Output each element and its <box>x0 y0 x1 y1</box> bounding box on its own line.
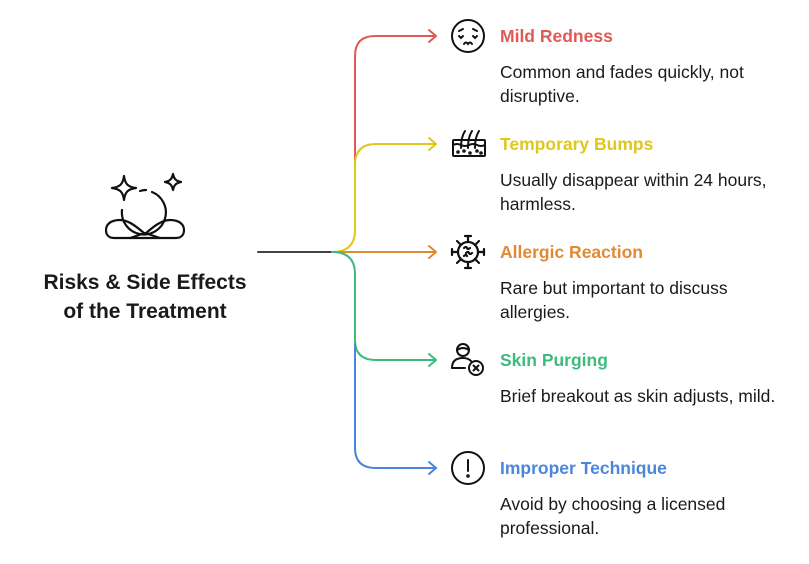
item-title-temporary-bumps: Temporary Bumps <box>500 134 654 154</box>
root-title: Risks & Side Effects of the Treatment <box>20 268 270 326</box>
item-title-allergic-reaction: Allergic Reaction <box>500 242 643 262</box>
meditation-sparkle-icon <box>104 172 186 240</box>
item-description-skin-purging: Brief breakout as skin adjusts, mild. <box>500 386 776 406</box>
flushed-face-icon <box>451 19 485 53</box>
item-description-improper-technique: Avoid by choosing a licensed professiona… <box>500 494 726 538</box>
branch-mild-redness <box>354 35 437 161</box>
virus-icon <box>450 234 486 270</box>
arrowhead-temporary-bumps <box>428 137 437 151</box>
item-description-allergic-reaction: Rare but important to discuss allergies. <box>500 278 728 322</box>
root-title-line-2: of the Treatment <box>63 300 227 323</box>
arrowhead-skin-purging <box>428 353 437 367</box>
arrowhead-allergic-reaction <box>428 245 437 259</box>
item-title-mild-redness: Mild Redness <box>500 26 613 46</box>
item-description-mild-redness: Common and fades quickly, not disruptive… <box>500 62 744 106</box>
item-description-temporary-bumps: Usually disappear within 24 hours, harml… <box>500 170 767 214</box>
user-remove-icon <box>451 343 484 376</box>
root-title-line-1: Risks & Side Effects <box>43 271 247 294</box>
item-title-improper-technique: Improper Technique <box>500 458 667 478</box>
branch-improper-technique <box>354 343 437 469</box>
branch-skin-purging <box>331 251 437 361</box>
skin-follicles-icon <box>452 130 486 157</box>
exclamation-circle-icon <box>451 451 485 485</box>
arrowhead-mild-redness <box>428 29 437 43</box>
branch-temporary-bumps <box>331 143 437 253</box>
item-title-skin-purging: Skin Purging <box>500 350 608 370</box>
arrowhead-improper-technique <box>428 461 437 475</box>
